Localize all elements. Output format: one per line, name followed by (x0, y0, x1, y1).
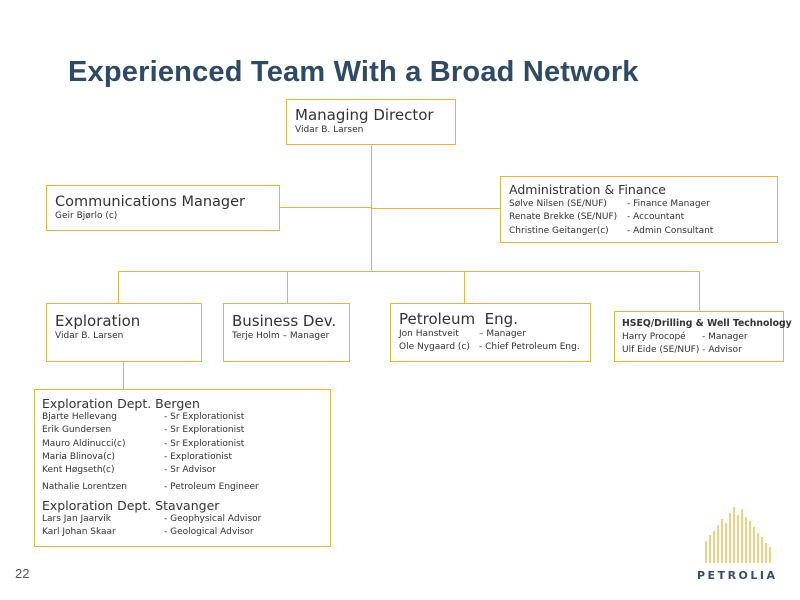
managing-director-box: Managing Director Vidar B. Larsen (286, 99, 456, 145)
petroleum-eng-box: Petroleum Eng. Jon Hanstveit– Manager Ol… (390, 303, 591, 362)
table-row: Bjarte Hellevang- Sr Explorationist (42, 412, 245, 422)
admin-finance-title: Administration & Finance (509, 182, 666, 197)
admin-finance-box: Administration & Finance Sølve Nilsen (S… (500, 176, 778, 243)
connector-horizontal (118, 271, 699, 272)
list-item: Christine Geitanger(c)- Admin Consultant (509, 225, 714, 236)
hseq-title: HSEQ/Drilling & Well Technology (622, 318, 792, 329)
exploration-title: Exploration (55, 312, 141, 330)
table-row: Nathalie Lorentzen- Petroleum Engineer (42, 482, 259, 493)
table-row: Mauro Aldinucci(c)- Sr Explorationist (42, 438, 245, 449)
managing-director-name: Vidar B. Larsen (295, 125, 364, 135)
exploration-departments-box: Exploration Dept. Bergen Bjarte Hellevan… (34, 389, 331, 547)
petrolia-logo-icon (705, 507, 771, 563)
petrolia-logo (700, 505, 780, 567)
list-item: Ulf Eide (SE/NUF) - Advisor (622, 345, 742, 356)
list-item: Harry Procopé- Manager (622, 332, 748, 342)
petrolia-logo-text: PETROLIA (697, 569, 778, 582)
list-item: Sølve Nilsen (SE/NUF)- Finance Manager (509, 199, 710, 209)
page-title: Experienced Team With a Broad Network (68, 56, 639, 88)
business-dev-title: Business Dev. (232, 312, 337, 330)
table-row: Lars Jan Jaarvik- Geophysical Advisor (42, 513, 262, 524)
stavanger-title: Exploration Dept. Stavanger (42, 497, 220, 513)
connector-comm (280, 207, 371, 208)
list-item: Jon Hanstveit– Manager (399, 329, 526, 339)
connector-hseq (699, 271, 700, 311)
hseq-box: HSEQ/Drilling & Well Technology Harry Pr… (614, 311, 792, 362)
connector-petroleum (464, 271, 465, 303)
list-item: Ole Nygaard (c)- Chief Petroleum Eng. (399, 342, 580, 353)
connector-bizdev (287, 271, 288, 303)
business-dev-name: Terje Holm – Manager (232, 331, 330, 341)
business-dev-box: Business Dev. Terje Holm – Manager (223, 303, 350, 362)
table-row: Karl Johan Skaar- Geological Advisor (42, 527, 254, 538)
exploration-box: Exploration Vidar B. Larsen (46, 303, 202, 362)
table-row: Erik Gundersen- Sr Explorationist (42, 425, 245, 436)
connector-exploration (118, 271, 119, 303)
page-number: 22 (15, 566, 30, 581)
exploration-name: Vidar B. Larsen (55, 331, 124, 341)
table-row: Kent Høgseth(c)- Sr Advisor (42, 465, 216, 476)
connector-admin (371, 208, 500, 209)
connector-dept (123, 362, 124, 389)
communications-manager-box: Communications Manager Geir Bjørlo (c) (46, 185, 280, 231)
managing-director-title: Managing Director (295, 106, 434, 124)
petroleum-eng-title: Petroleum Eng. (399, 310, 518, 328)
bergen-title: Exploration Dept. Bergen (42, 396, 200, 411)
table-row: Maria Blinova(c)- Explorationist (42, 451, 233, 462)
communications-manager-title: Communications Manager (55, 194, 246, 210)
communications-manager-name: Geir Bjørlo (c) (55, 211, 118, 221)
list-item: Renate Brekke (SE/NUF)- Accountant (509, 212, 685, 223)
connector-md-down (371, 144, 372, 271)
